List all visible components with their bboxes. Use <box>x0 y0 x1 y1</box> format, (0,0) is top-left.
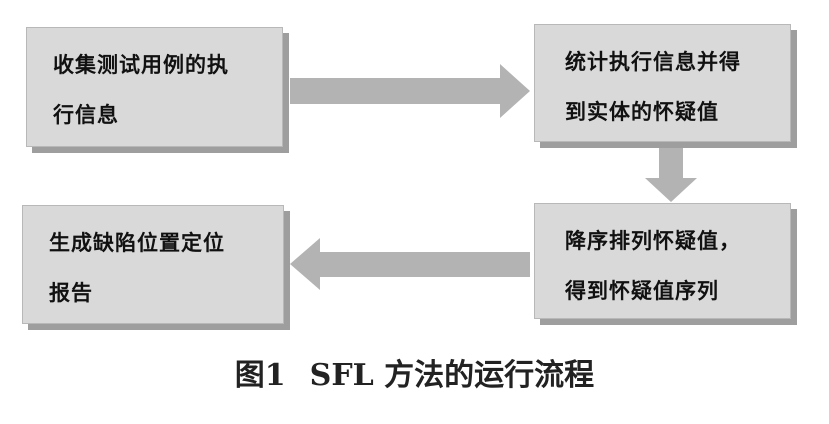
step-collect-line2: 行信息 <box>53 103 119 127</box>
step-compute-line2: 到实体的怀疑值 <box>565 100 719 124</box>
figure-title: SFL 方法的运行流程 <box>309 358 595 393</box>
arrow-left-icon <box>290 238 530 290</box>
step-report-line2: 报告 <box>49 281 93 305</box>
figure-caption: 图1 SFL 方法的运行流程 <box>0 350 829 394</box>
arrow-down-icon <box>645 146 697 202</box>
step-collect-line1: 收集测试用例的执 <box>53 53 229 77</box>
step-sort-line2: 得到怀疑值序列 <box>565 279 719 303</box>
step-generate-report: 生成缺陷位置定位 报告 <box>22 205 284 324</box>
step-compute-line1: 统计执行信息并得 <box>565 50 741 74</box>
step-compute-suspiciousness: 统计执行信息并得 到实体的怀疑值 <box>534 24 791 142</box>
step-sort-line1: 降序排列怀疑值， <box>565 229 741 253</box>
step-report-line1: 生成缺陷位置定位 <box>49 231 225 255</box>
arrow-right-icon <box>290 64 530 118</box>
figure-number: 图1 <box>234 358 286 393</box>
step-sort-suspiciousness: 降序排列怀疑值， 得到怀疑值序列 <box>534 203 791 319</box>
step-collect-info: 收集测试用例的执 行信息 <box>26 27 283 147</box>
